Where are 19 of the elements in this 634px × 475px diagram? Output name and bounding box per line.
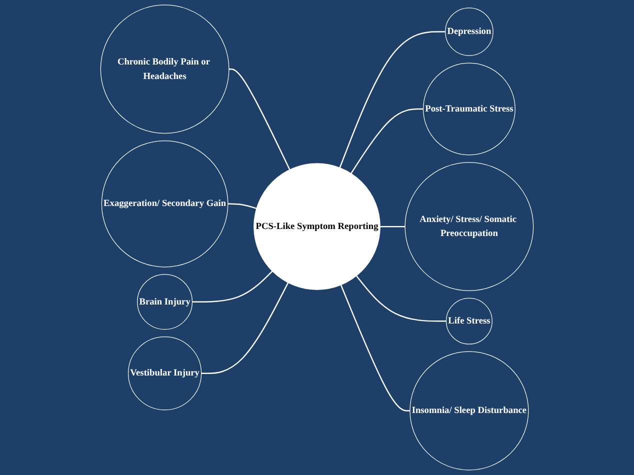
node-circle: Exaggeration/ Secondary Gain [101,140,228,268]
node-circle: PCS-Like Symptom Reporting [254,163,380,290]
connector [380,226,406,228]
node-circle: Post-Traumatic Stress [422,62,516,156]
connector [339,31,446,168]
connector [192,270,273,303]
node-circle: Brain Injury [137,274,193,330]
node-circle: Anxiety/ Stress/ Somatic Preoccupation [404,162,534,292]
connector [201,282,289,374]
node-circle: Vestibular Injury [128,336,202,410]
node-circle: Depression [445,8,494,56]
connector [340,284,410,412]
connector [228,203,257,210]
node-circle: Insomnia/ Sleep Disturbance [410,351,529,470]
connector [228,68,290,170]
node-circle: Chronic Bodily Pain or Headaches [100,4,230,134]
connector [350,108,424,174]
connector [356,275,446,322]
node-circle: Life Stress [446,298,492,344]
